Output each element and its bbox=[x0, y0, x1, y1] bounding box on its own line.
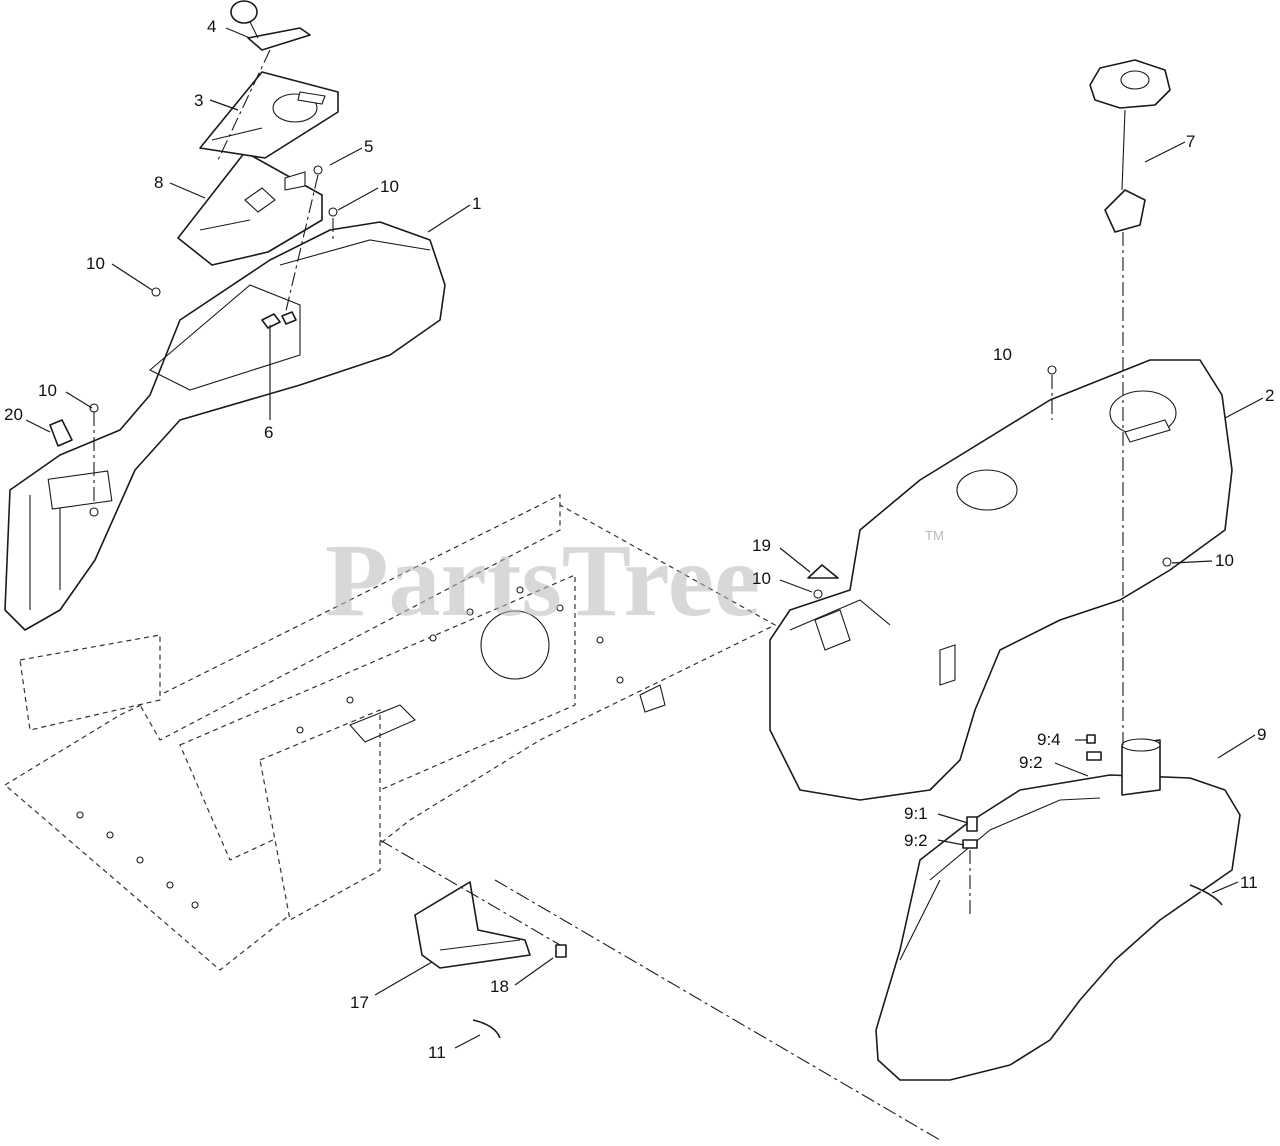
callout-17: 17 bbox=[350, 993, 369, 1012]
plug-20 bbox=[49, 419, 73, 447]
callout-10: 10 bbox=[752, 569, 771, 588]
callout-10: 10 bbox=[380, 177, 399, 196]
callout-5: 5 bbox=[364, 137, 373, 156]
watermark-tm: TM bbox=[925, 528, 944, 543]
fitting-9-1 bbox=[966, 816, 978, 832]
clamp-11-left bbox=[472, 1019, 501, 1039]
throttle-knob bbox=[230, 0, 311, 51]
callout-2: 2 bbox=[1265, 386, 1274, 405]
chassis-frame bbox=[3, 494, 777, 971]
alignment-lines bbox=[93, 49, 1124, 1141]
fitting-9-2 bbox=[1086, 751, 1102, 761]
callout-10: 10 bbox=[86, 254, 105, 273]
callout-11: 11 bbox=[1240, 873, 1258, 892]
fitting-9-2b bbox=[962, 839, 978, 849]
leader-lines bbox=[25, 27, 1264, 1049]
mounting-bracket bbox=[414, 881, 531, 969]
rear-fender bbox=[769, 359, 1233, 801]
callout-18: 18 bbox=[490, 977, 509, 996]
callout-10: 10 bbox=[1215, 551, 1234, 570]
callout-10: 10 bbox=[38, 381, 57, 400]
callout-3: 3 bbox=[194, 91, 203, 110]
callout-9-2: 9:2 bbox=[904, 831, 928, 850]
hardware bbox=[49, 165, 1223, 1039]
callout-8: 8 bbox=[154, 173, 163, 192]
fuel-tank bbox=[875, 738, 1241, 1081]
plug-19 bbox=[807, 564, 839, 579]
callout-9-1: 9:1 bbox=[904, 804, 928, 823]
callout-4: 4 bbox=[207, 17, 216, 36]
callout-6: 6 bbox=[264, 423, 273, 442]
clamp-11-right bbox=[1189, 884, 1223, 906]
callout-9-4: 9:4 bbox=[1037, 730, 1061, 749]
callout-labels: 4 3 5 8 10 1 10 10 20 6 7 10 2 19 10 10 … bbox=[4, 17, 1274, 1062]
callout-20: 20 bbox=[4, 405, 23, 424]
decal-plate bbox=[199, 71, 339, 159]
watermark: PartsTree bbox=[325, 523, 760, 638]
callout-19: 19 bbox=[752, 536, 771, 555]
fitting-9-4 bbox=[1086, 734, 1096, 744]
callout-7: 7 bbox=[1186, 132, 1195, 151]
callout-9-2: 9:2 bbox=[1019, 753, 1043, 772]
callout-1: 1 bbox=[472, 194, 481, 213]
front-console-shroud bbox=[4, 221, 446, 631]
fuel-cap bbox=[1089, 59, 1171, 233]
callout-11: 11 bbox=[428, 1043, 446, 1062]
callout-10: 10 bbox=[993, 345, 1012, 364]
screw-18 bbox=[555, 944, 567, 958]
callout-9: 9 bbox=[1257, 725, 1266, 744]
